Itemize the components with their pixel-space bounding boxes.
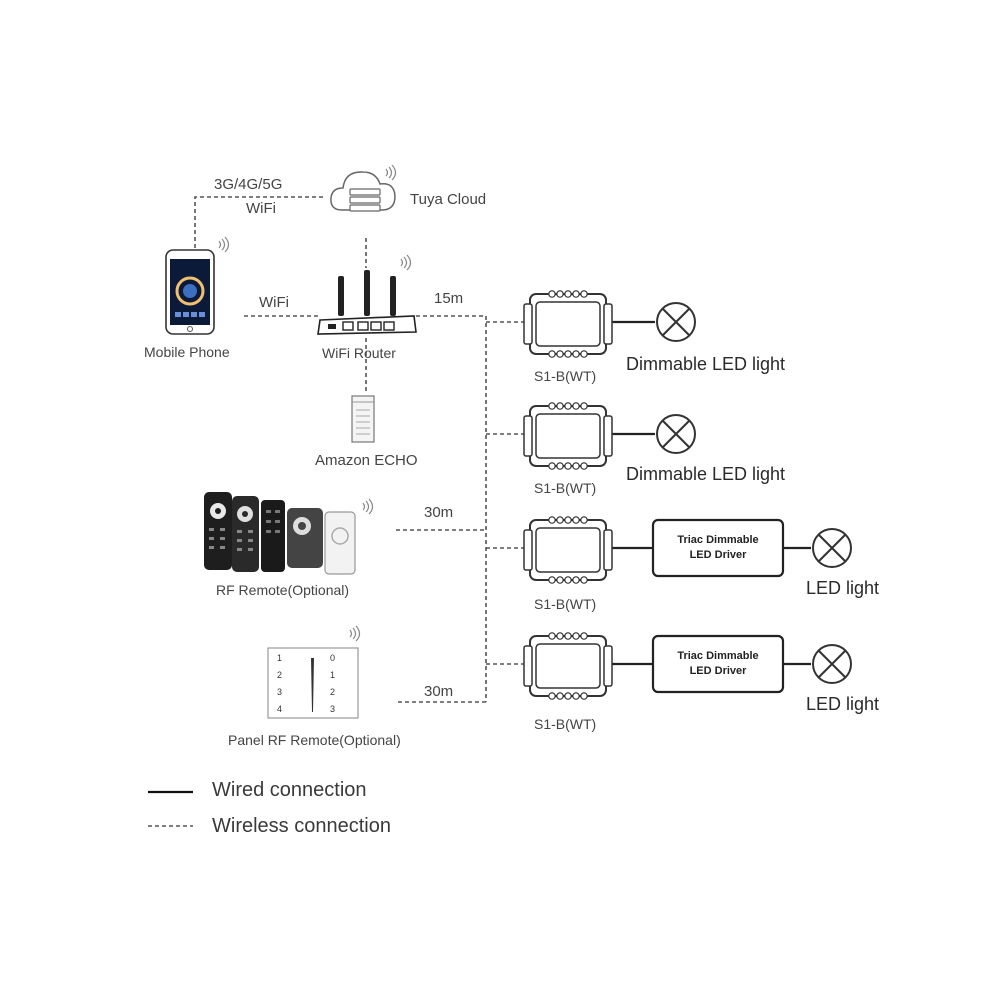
panel-key-left-1[interactable]: 1 <box>277 653 283 663</box>
load-label-4: LED light <box>806 694 880 714</box>
panel-distance-label: 30m <box>424 683 454 700</box>
s1-module-icon-3 <box>523 515 613 585</box>
s1-module-icon-4 <box>523 631 613 701</box>
panel-key-left-3[interactable]: 3 <box>277 687 283 697</box>
driver-line-1a: Triac Dimmable <box>677 534 759 546</box>
rf-remote-label: RF Remote(Optional) <box>216 582 350 598</box>
router-icon <box>317 254 417 335</box>
phone-router-link-label: WiFi <box>259 294 289 311</box>
legend-wireless-label: Wireless connection <box>212 815 391 837</box>
load-label-3: LED light <box>806 578 880 598</box>
s1-module-icon-2 <box>523 401 613 471</box>
panel-key-right-4[interactable]: 3 <box>330 704 336 714</box>
driver-label-1: Triac Dimmable LED Driver <box>653 533 783 563</box>
wired-links <box>608 320 811 666</box>
lamp-icon-2 <box>656 414 696 454</box>
device-label-4: S1-B(WT) <box>534 716 597 732</box>
s1-module-icon-1 <box>523 289 613 359</box>
rf-remotes-icon <box>204 492 374 575</box>
mobile-link-label-2: WiFi <box>246 200 276 217</box>
panel-key-right-2[interactable]: 1 <box>330 670 336 680</box>
device-label-2: S1-B(WT) <box>534 480 597 496</box>
cloud-icon <box>330 164 397 212</box>
wireless-links <box>194 196 526 703</box>
amazon-echo-icon <box>351 395 375 443</box>
mobile-link-label-1: 3G/4G/5G <box>214 176 283 193</box>
panel-key-left-4[interactable]: 4 <box>277 704 283 714</box>
device-label-1: S1-B(WT) <box>534 368 597 384</box>
driver-label-2: Triac Dimmable LED Driver <box>653 649 783 679</box>
lamp-icon-3 <box>812 528 852 568</box>
driver-box-1 <box>651 518 785 578</box>
panel-key-left-2[interactable]: 2 <box>277 670 283 680</box>
driver-box-2 <box>651 634 785 694</box>
echo-label: Amazon ECHO <box>315 452 418 469</box>
panel-key-right-3[interactable]: 2 <box>330 687 336 697</box>
rf-distance-label: 30m <box>424 504 454 521</box>
router-label: WiFi Router <box>322 345 396 361</box>
lamp-icon-1 <box>656 302 696 342</box>
panel-label: Panel RF Remote(Optional) <box>228 732 401 748</box>
driver-line-2a: Triac Dimmable <box>677 650 759 662</box>
device-label-3: S1-B(WT) <box>534 596 597 612</box>
router-distance-label: 15m <box>434 290 464 307</box>
phone-label: Mobile Phone <box>144 344 230 360</box>
driver-line-2b: LED Driver <box>689 665 747 677</box>
load-label-2: Dimmable LED light <box>626 464 786 484</box>
panel-remote-icon <box>267 625 361 719</box>
legend-wired-label: Wired connection <box>212 779 367 801</box>
load-label-1: Dimmable LED light <box>626 354 786 374</box>
lamp-icon-4 <box>812 644 852 684</box>
cloud-label: Tuya Cloud <box>410 191 487 208</box>
driver-line-1b: LED Driver <box>689 549 747 561</box>
panel-key-right-1[interactable]: 0 <box>330 653 336 663</box>
phone-icon <box>165 236 230 335</box>
